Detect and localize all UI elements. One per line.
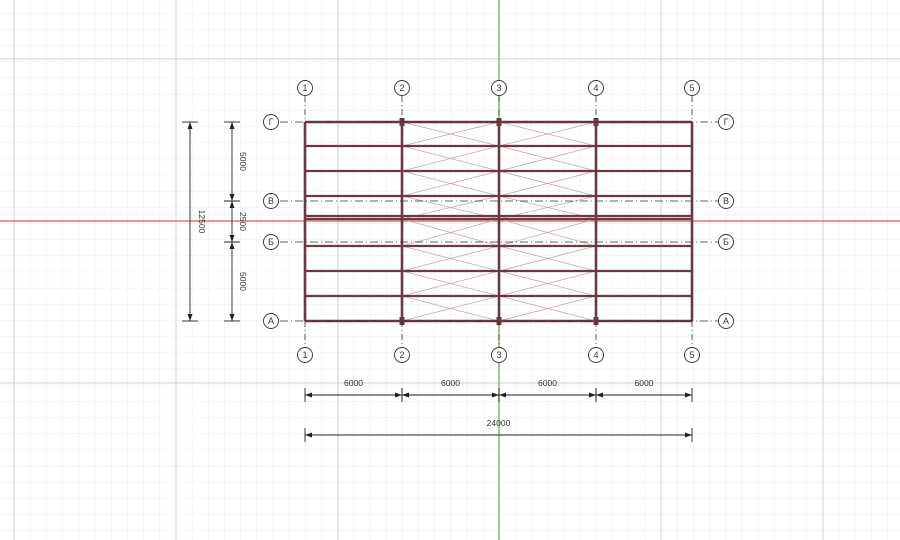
axis-label: 4	[593, 350, 598, 360]
axis-bubble	[588, 80, 604, 96]
dimension-text: 6000	[538, 378, 557, 388]
axis-label: 1	[302, 350, 307, 360]
axis-label: 2	[399, 350, 404, 360]
axis-label: В	[268, 196, 274, 206]
bracing-diagonal	[401, 145, 500, 172]
dimension-text: 24000	[487, 418, 511, 428]
dimension-arrow	[229, 242, 235, 249]
bracing-diagonal	[498, 121, 597, 147]
dimension-text: 5000	[238, 152, 248, 171]
dimension-arrow	[402, 392, 409, 398]
dimension-arrow	[305, 392, 312, 398]
axis-bubble	[684, 347, 700, 363]
dimension-arrow	[229, 194, 235, 201]
bracing-diagonal	[401, 270, 500, 297]
axis-bubble	[718, 234, 734, 250]
axis-label: 1	[302, 83, 307, 93]
axis-label: 3	[496, 350, 501, 360]
axis-bubble	[588, 347, 604, 363]
dimension-arrow	[229, 201, 235, 208]
axis-bubble	[491, 80, 507, 96]
bracing-diagonal	[498, 145, 597, 172]
axis-label: 5	[689, 350, 694, 360]
bracing-diagonal	[498, 295, 597, 322]
bracing-diagonal	[401, 295, 500, 322]
dimension-arrow	[685, 392, 692, 398]
bracing-diagonal	[498, 218, 597, 247]
dimension-arrow	[589, 392, 596, 398]
axis-label: 3	[496, 83, 501, 93]
axis-bubble	[263, 234, 279, 250]
axis-bubble	[718, 313, 734, 329]
dimension-arrow	[187, 122, 193, 129]
dimension-layer: 6000 6000 6000 6000 24000 5000 2500 5000 12500	[182, 121, 693, 442]
axis-label: 2	[399, 83, 404, 93]
dimension-arrow	[499, 392, 506, 398]
dimension-text: 12500	[197, 210, 207, 234]
axis-bubble	[394, 80, 410, 96]
axis-label: А	[723, 316, 729, 326]
axis-label: 5	[689, 83, 694, 93]
bracing-diagonal	[498, 270, 597, 297]
axis-bubble	[491, 347, 507, 363]
axis-bubble	[684, 80, 700, 96]
axis-label: Б	[723, 237, 729, 247]
axis-bubble	[718, 193, 734, 209]
dimension-arrow	[492, 392, 499, 398]
dimension-text: 6000	[635, 378, 654, 388]
dimension-text: 6000	[344, 378, 363, 388]
axis-bubble	[263, 313, 279, 329]
axis-label: Г	[724, 117, 729, 127]
dimension-text: 6000	[441, 378, 460, 388]
dimension-text: 5000	[238, 272, 248, 291]
bracing-diagonal	[401, 170, 500, 197]
axis-bubble	[718, 114, 734, 130]
bracing-layer	[401, 121, 597, 322]
dimension-arrow	[229, 122, 235, 129]
dimension-text: 2500	[238, 212, 248, 231]
bracing-diagonal	[498, 245, 597, 272]
axis-bubble	[297, 347, 313, 363]
dimension-arrow	[685, 432, 692, 438]
bracing-diagonal	[498, 170, 597, 197]
dimension-arrow	[229, 314, 235, 321]
column-plate	[496, 118, 502, 126]
axis-bubble	[297, 80, 313, 96]
axis-bubble	[394, 347, 410, 363]
axis-label: А	[268, 316, 274, 326]
dimension-arrow	[305, 432, 312, 438]
axis-label: Г	[269, 117, 274, 127]
dimension-arrow	[596, 392, 603, 398]
bracing-diagonal	[401, 245, 500, 272]
axis-bubble	[263, 193, 279, 209]
axis-bubble	[263, 114, 279, 130]
dimension-arrow	[229, 235, 235, 242]
bracing-diagonal	[401, 121, 500, 147]
axis-label: В	[723, 196, 729, 206]
dimension-arrow	[187, 314, 193, 321]
axis-label: 4	[593, 83, 598, 93]
axis-label: Б	[268, 237, 274, 247]
dimension-arrow	[395, 392, 402, 398]
bracing-diagonal	[401, 218, 500, 247]
